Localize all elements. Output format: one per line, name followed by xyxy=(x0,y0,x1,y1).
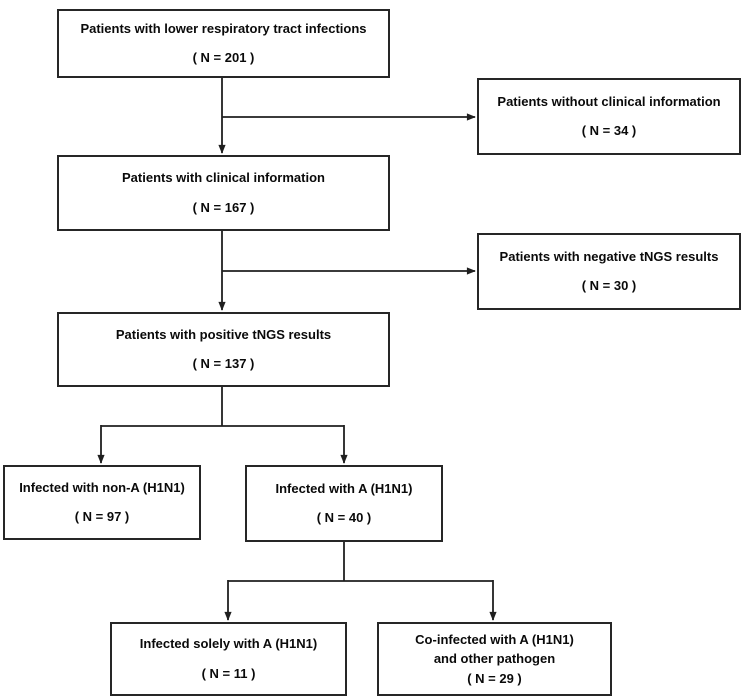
box-infected-non-a-h1n1: Infected with non-A (H1N1) ( N = 97 ) xyxy=(3,465,201,540)
box-label: Infected with A (H1N1) xyxy=(275,480,413,496)
box-label: Patients with negative tNGS results xyxy=(499,248,719,264)
box-n-count: ( N = 167 ) xyxy=(192,199,255,215)
box-n-count: ( N = 11 ) xyxy=(201,665,256,681)
box-label-line2: and other pathogen xyxy=(433,651,556,667)
box-positive-tngs-results: Patients with positive tNGS results ( N … xyxy=(57,312,390,387)
box-n-count: ( N = 201 ) xyxy=(192,50,255,65)
box-n-count: ( N = 40 ) xyxy=(316,510,372,525)
box-n-count: ( N = 34 ) xyxy=(581,123,637,138)
box-coinfected-a-h1n1-other-pathogen: Co-infected with A (H1N1) and other path… xyxy=(377,622,612,696)
box-infected-solely-a-h1n1: Infected solely with A (H1N1) ( N = 11 ) xyxy=(110,622,347,696)
box-n-count: ( N = 137 ) xyxy=(192,356,255,371)
box-n-count: ( N = 29 ) xyxy=(467,670,522,686)
box-negative-tngs-results: Patients with negative tNGS results ( N … xyxy=(477,233,741,310)
box-label: Patients with positive tNGS results xyxy=(115,326,332,342)
box-label: Infected with non-A (H1N1) xyxy=(19,479,185,495)
box-infected-a-h1n1: Infected with A (H1N1) ( N = 40 ) xyxy=(245,465,443,542)
box-label: Co-infected with A (H1N1) xyxy=(415,631,574,647)
box-n-count: ( N = 97 ) xyxy=(74,509,130,524)
box-with-clinical-information: Patients with clinical information ( N =… xyxy=(57,155,390,231)
box-without-clinical-information: Patients without clinical information ( … xyxy=(477,78,741,155)
box-label: Patients with lower respiratory tract in… xyxy=(80,20,367,36)
box-lower-respiratory-infections: Patients with lower respiratory tract in… xyxy=(57,9,390,78)
box-label: Patients with clinical information xyxy=(122,170,325,186)
box-label: Infected solely with A (H1N1) xyxy=(139,636,318,652)
box-n-count: ( N = 30 ) xyxy=(581,278,637,293)
box-label: Patients without clinical information xyxy=(497,93,721,109)
